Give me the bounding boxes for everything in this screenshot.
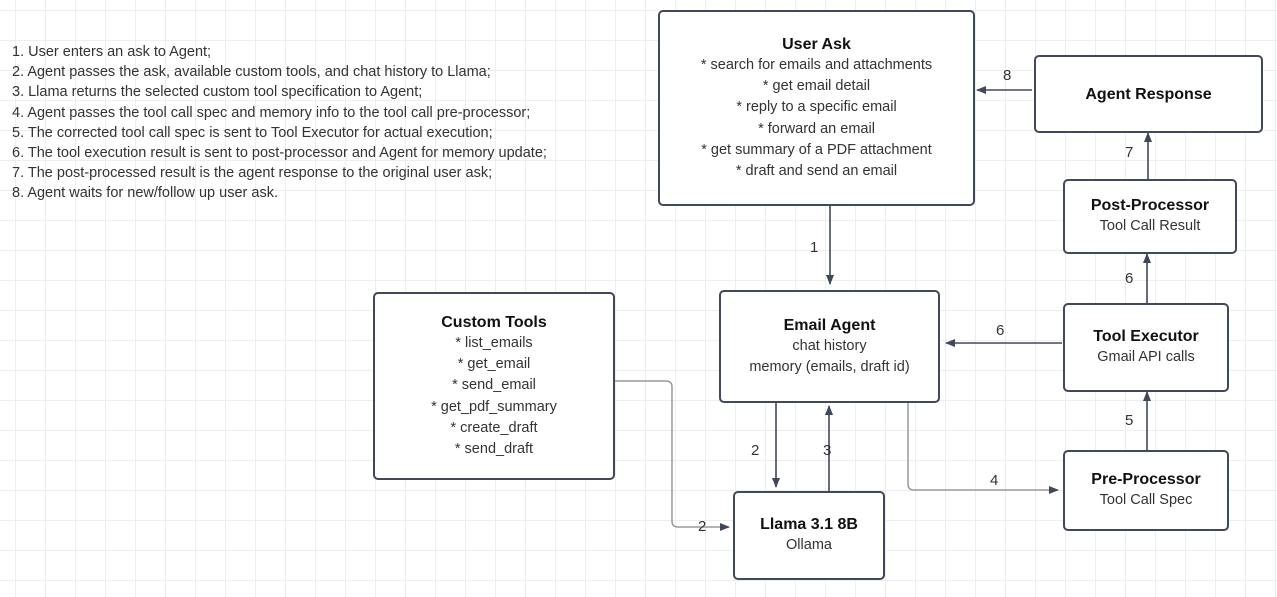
node-agent-response-title: Agent Response [1085,85,1212,103]
legend-step-7: 7. The post-processed result is the agen… [12,165,493,182]
node-user-ask-line-6: * draft and send an email [735,163,898,180]
edge-label-4: 4 [990,472,999,489]
node-pre-processor[interactable]: Pre-Processor Tool Call Spec [1063,450,1229,531]
node-user-ask-line-4: * forward an email [758,120,875,137]
node-llama-subtitle: Ollama [786,537,832,554]
node-email-agent[interactable]: Email Agent chat history memory (emails,… [719,290,940,403]
node-custom-tools[interactable]: Custom Tools * list_emails * get_email *… [373,292,615,480]
edge-label-7: 7 [1125,144,1134,161]
node-custom-tools-line-1: * list_emails [455,334,533,351]
node-custom-tools-line-3: * send_email [452,377,536,394]
legend-step-2: 2. Agent passes the ask, available custo… [12,64,491,81]
node-post-processor[interactable]: Post-Processor Tool Call Result [1063,179,1237,254]
node-llama[interactable]: Llama 3.1 8B Ollama [733,491,885,580]
node-email-agent-line-1: chat history [792,337,867,354]
node-user-ask[interactable]: User Ask * search for emails and attachm… [658,10,975,206]
legend-step-8: 8. Agent waits for new/follow up user as… [12,185,278,202]
edge-label-8: 8 [1003,67,1012,84]
node-post-processor-title: Post-Processor [1090,197,1210,215]
node-tool-executor-title: Tool Executor [1093,328,1199,346]
edge-label-3: 3 [823,442,832,459]
edge-label-2-agent-llama: 2 [751,442,760,459]
node-user-ask-line-2: * get email detail [762,77,871,94]
node-post-processor-subtitle: Tool Call Result [1099,218,1201,235]
node-custom-tools-line-5: * create_draft [450,419,538,436]
node-custom-tools-title: Custom Tools [441,313,547,331]
edge-label-5: 5 [1125,412,1134,429]
node-pre-processor-title: Pre-Processor [1091,471,1201,489]
node-tool-executor[interactable]: Tool Executor Gmail API calls [1063,303,1229,392]
legend-step-3: 3. Llama returns the selected custom too… [12,84,423,101]
edge-label-6-executor-agent: 6 [996,322,1005,339]
legend-step-6: 6. The tool execution result is sent to … [12,145,547,162]
edge-label-1: 1 [810,239,819,256]
node-user-ask-title: User Ask [782,35,851,53]
node-pre-processor-subtitle: Tool Call Spec [1099,492,1193,509]
legend-step-5: 5. The corrected tool call spec is sent … [12,124,493,141]
legend-step-4: 4. Agent passes the tool call spec and m… [12,104,531,121]
edge-2-tools-llama [615,380,730,531]
node-user-ask-line-5: * get summary of a PDF attachment [701,141,932,158]
edge-4 [907,403,1059,494]
legend-step-1: 1. User enters an ask to Agent; [12,44,212,60]
node-custom-tools-line-2: * get_email [457,355,531,372]
legend-steps: 1. User enters an ask to Agent; 2. Agent… [12,42,547,204]
node-user-ask-line-3: * reply to a specific email [736,99,897,116]
node-email-agent-title: Email Agent [783,316,876,334]
node-custom-tools-line-6: * send_draft [454,441,534,458]
node-llama-title: Llama 3.1 8B [760,516,858,534]
node-custom-tools-line-4: * get_pdf_summary [431,398,557,415]
node-agent-response[interactable]: Agent Response [1034,55,1263,133]
edge-label-6-executor-postprocessor: 6 [1125,270,1134,287]
node-tool-executor-subtitle: Gmail API calls [1097,349,1195,366]
node-email-agent-line-2: memory (emails, draft id) [749,359,910,375]
node-user-ask-line-1: * search for emails and attachments [700,56,933,73]
edge-label-2-tools-llama: 2 [698,518,707,535]
